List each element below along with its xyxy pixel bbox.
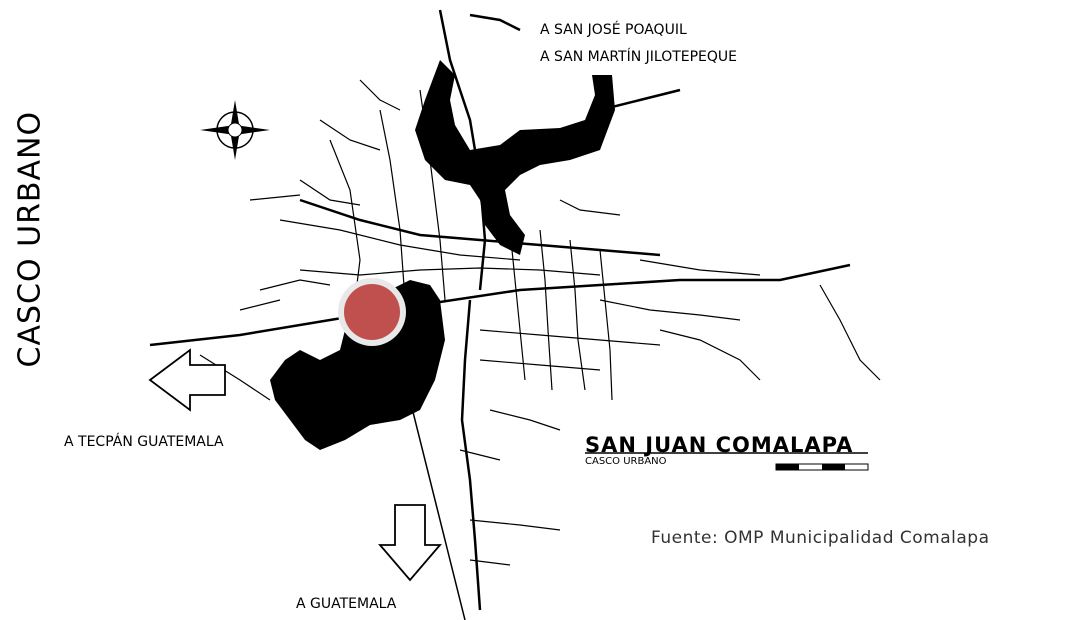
destination-label-west: A TECPÁN GUATEMALA	[64, 434, 224, 450]
arrow-west-icon	[148, 348, 226, 412]
legend-title: SAN JUAN COMALAPA	[585, 433, 854, 457]
arrow-south-icon	[378, 504, 442, 582]
source-caption: Fuente: OMP Municipalidad Comalapa	[651, 528, 990, 548]
location-marker	[344, 284, 400, 340]
marker-pointer-line	[394, 339, 466, 620]
compass-rose-icon	[200, 100, 270, 160]
ravine-north	[415, 60, 615, 255]
destination-label-north-2: A SAN MARTÍN JILOTEPEQUE	[540, 49, 738, 65]
legend-subtitle: CASCO URBANO	[585, 456, 667, 467]
destination-label-north-1: A SAN JOSÉ POAQUIL	[540, 22, 687, 38]
scale-bar	[775, 463, 869, 471]
destination-label-south: A GUATEMALA	[296, 596, 397, 612]
